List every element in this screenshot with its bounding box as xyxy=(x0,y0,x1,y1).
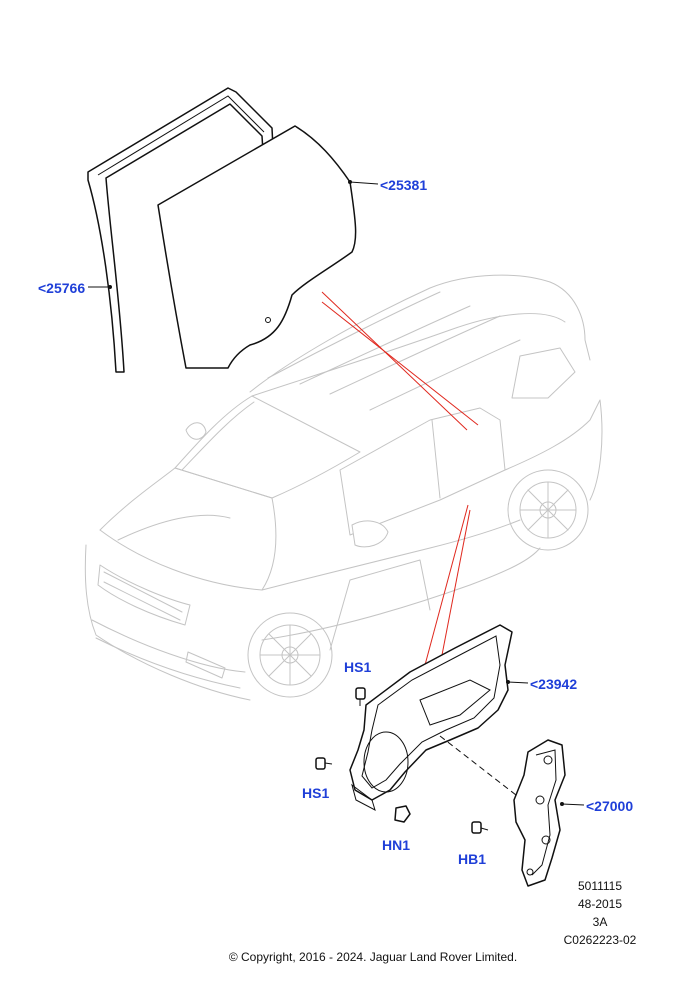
window-regulator xyxy=(513,739,566,887)
fastener-hs1-left xyxy=(315,757,333,770)
callout-hs1-left: HS1 xyxy=(302,785,329,801)
copyright-notice: © Copyright, 2016 - 2024. Jaguar Land Ro… xyxy=(229,950,517,964)
callout-23942: <23942 xyxy=(530,676,577,692)
callout-hb1: HB1 xyxy=(458,851,486,867)
assembly-line xyxy=(439,735,517,796)
callout-hn1: HN1 xyxy=(382,837,410,853)
meta-line-4: C0262223-02 xyxy=(564,933,637,947)
fastener-hs1-top xyxy=(355,687,366,706)
door-trim-carrier-panel xyxy=(349,624,513,811)
fastener-hb1 xyxy=(471,821,489,834)
glass-run-channel xyxy=(87,87,281,373)
meta-line-1: 5011115 xyxy=(578,879,622,893)
meta-line-2: 48-2015 xyxy=(578,897,622,911)
callout-hs1-top: HS1 xyxy=(344,659,371,675)
callout-25766: <25766 xyxy=(38,280,85,296)
leader-lines xyxy=(88,180,585,806)
reference-lines xyxy=(321,291,479,666)
vehicle-illustration xyxy=(84,274,603,701)
door-glass xyxy=(157,125,357,369)
meta-line-3: 3A xyxy=(593,915,608,929)
fastener-hn1 xyxy=(394,805,411,823)
callout-25381: <25381 xyxy=(380,177,427,193)
callout-27000: <27000 xyxy=(586,798,633,814)
